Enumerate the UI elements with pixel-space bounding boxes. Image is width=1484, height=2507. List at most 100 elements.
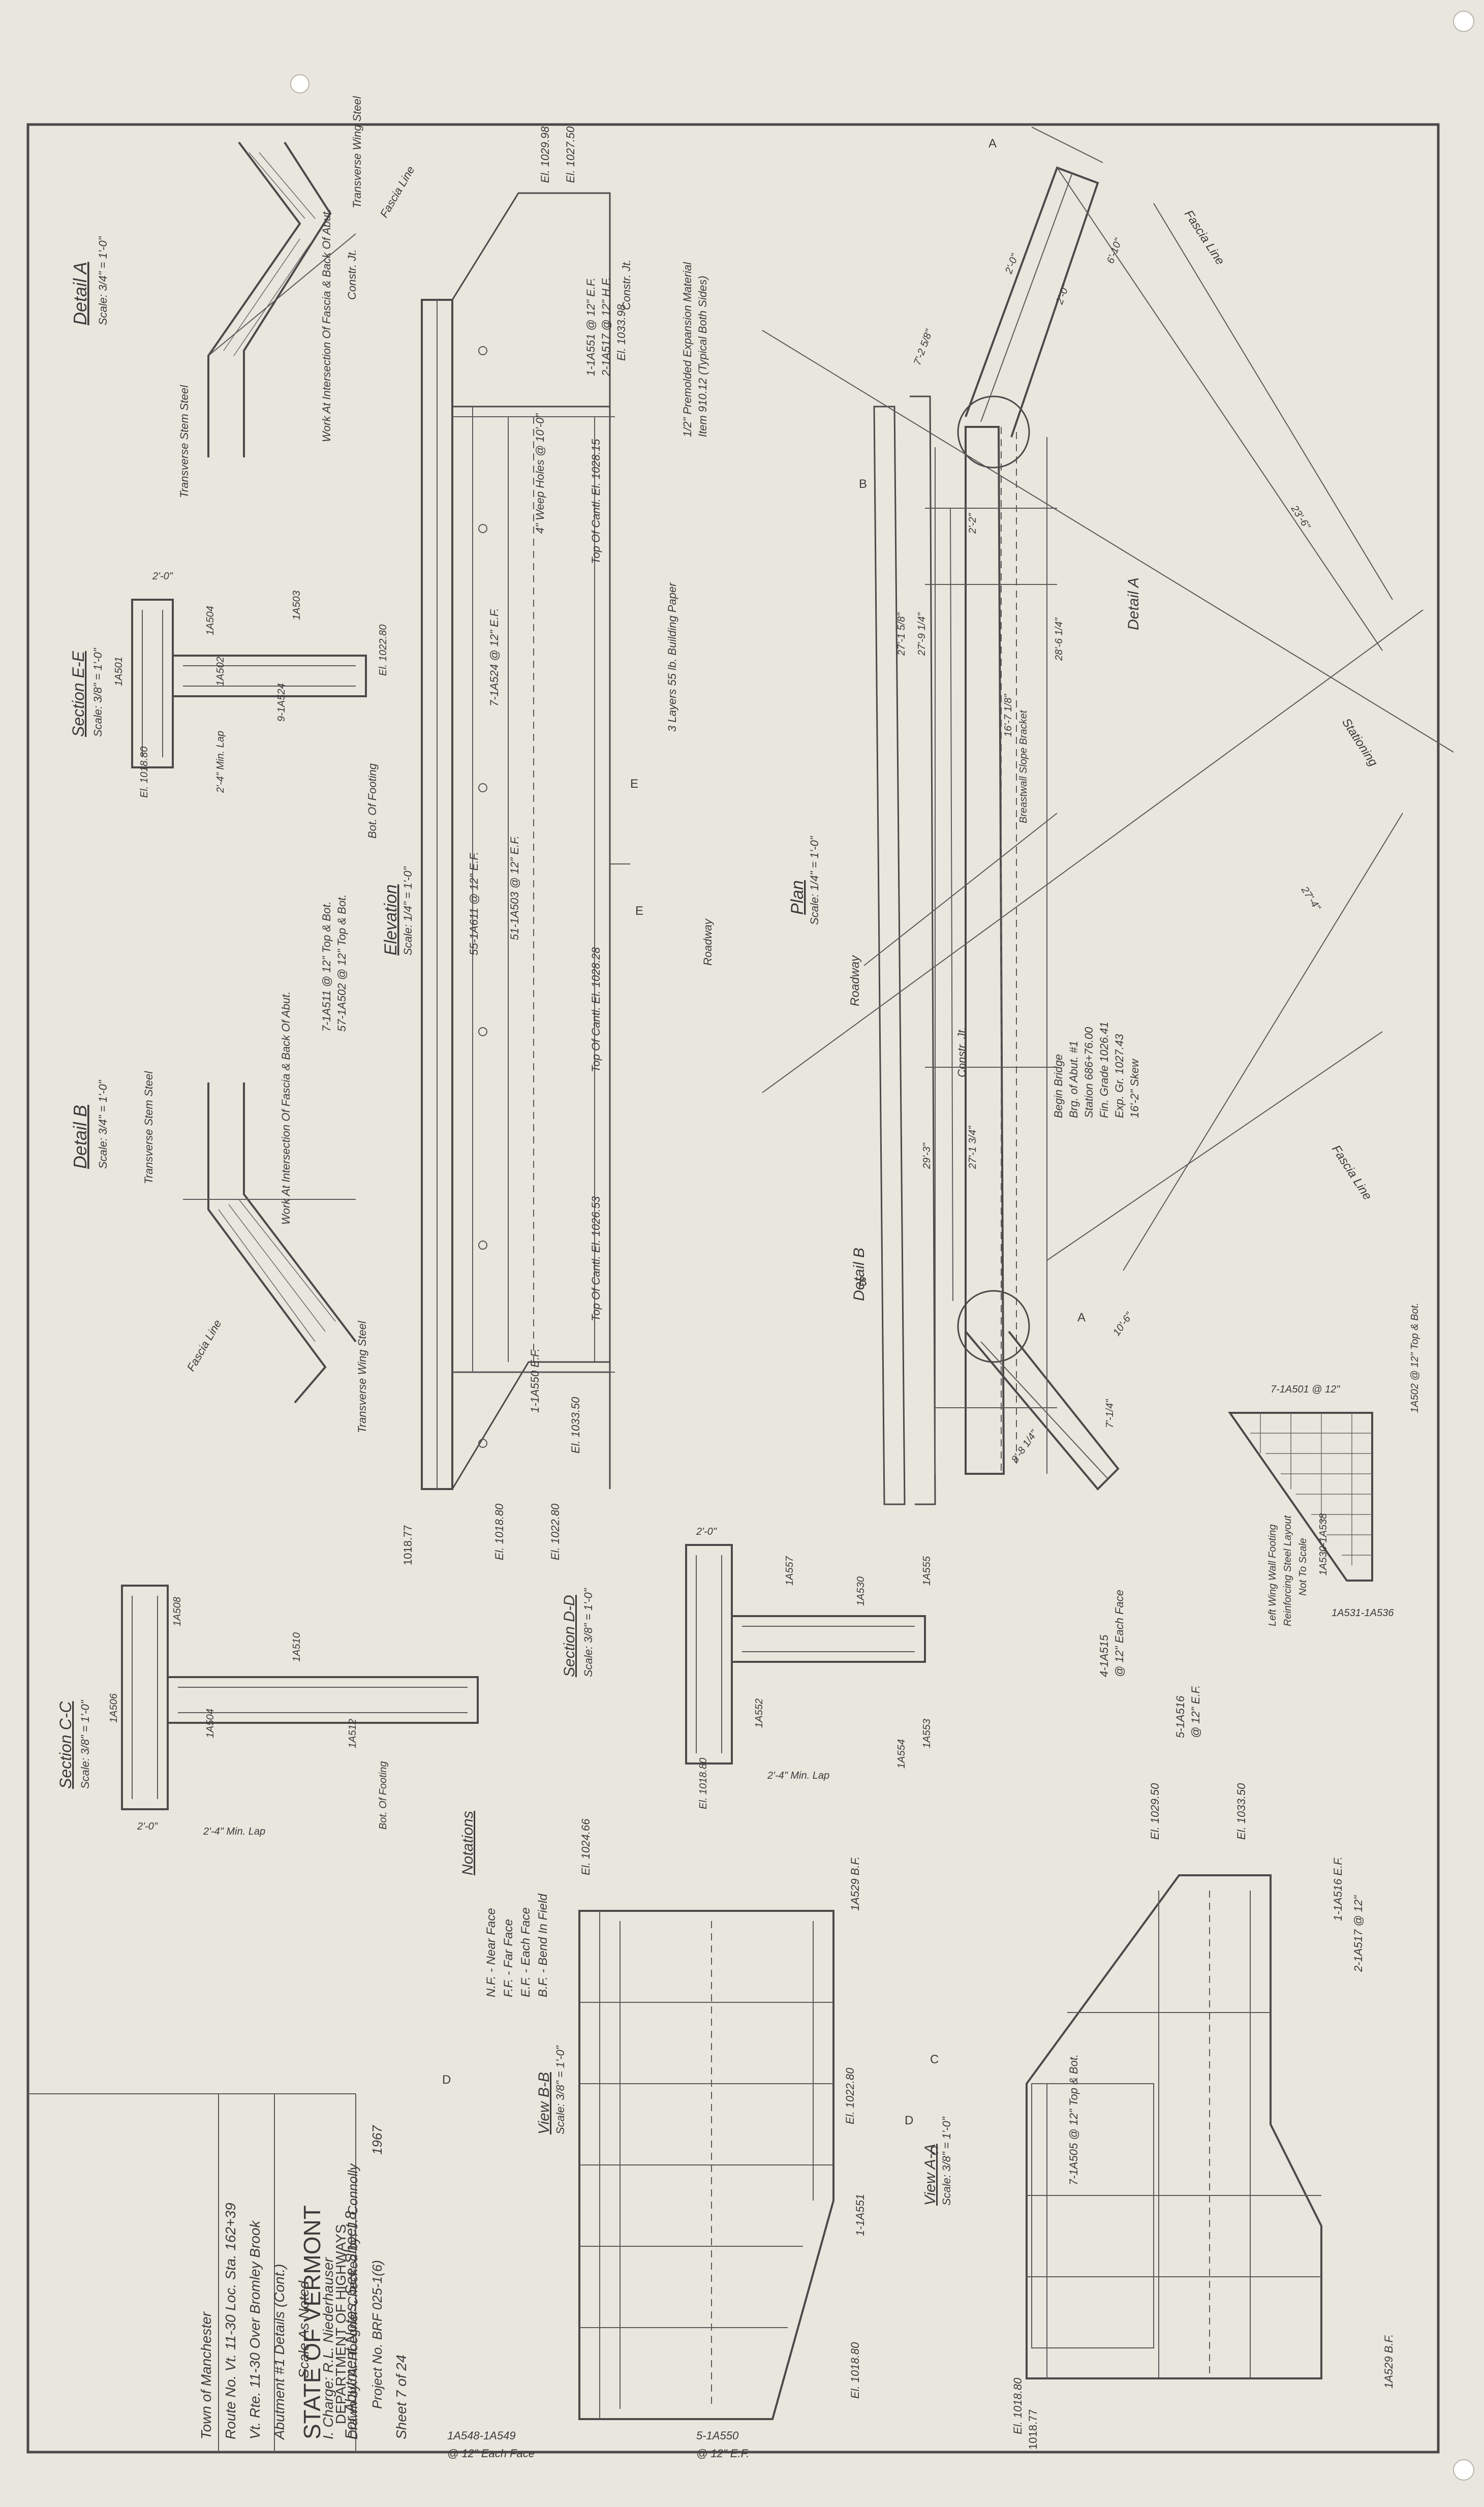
view-bb-bar: 1A548-1A549 <box>447 2429 516 2442</box>
left-wing-title: Left Wing Wall Footing <box>1267 1524 1278 1626</box>
detail-b-scale: Scale: 3/4" = 1'-0" <box>97 1079 109 1169</box>
sheet-number-line: Sheet 7 of 24 <box>393 2355 409 2439</box>
plan-dim: 16'-7 1/8" <box>1003 694 1014 737</box>
detail-a-note: Transverse Wing Steel <box>351 96 363 208</box>
section-cc-title: Section C-C <box>56 1701 75 1789</box>
view-aa-bar: 5-1A516 <box>1174 1695 1187 1738</box>
elevation-premolded: 1/2" Premolded Expansion Material <box>681 262 694 437</box>
view-aa-title: View A-A <box>922 2144 939 2206</box>
elevation-bar: 1-1A550 E.F. <box>529 1348 541 1413</box>
section-marker: A <box>988 137 997 150</box>
section-dd-bar: 1A553 <box>921 1719 933 1748</box>
begin-bridge-line: Fin. Grade 1026.41 <box>1098 1022 1110 1118</box>
left-wing-sub: Reinforcing Steel Layout <box>1282 1515 1293 1626</box>
elevation-elev: El. 1029.98 <box>539 126 551 183</box>
in-charge-line: I. Charge: R.L. Niederhauser <box>320 2256 336 2439</box>
section-ee-bar: 1A504 <box>205 606 216 635</box>
plan-dim: 27'-9 1/4" <box>916 612 927 656</box>
section-ee-title: Section E-E <box>69 651 87 737</box>
section-marker: D <box>905 2114 913 2127</box>
section-ee-scale: Scale: 3/8" = 1'-0" <box>91 647 104 737</box>
sheet-border <box>26 123 1440 2454</box>
plan-detail-b: Detail B <box>851 1248 868 1301</box>
plan-fascia-bottom: Fascia Line <box>1329 1143 1374 1203</box>
section-cc-bar: 1A506 <box>108 1693 119 1723</box>
view-aa-bar: 1A529 B.F. <box>1382 2334 1395 2389</box>
elevation-transverse: Transverse Wing Steel <box>356 1320 368 1433</box>
section-ee-note: El. 1018.80 <box>139 747 150 798</box>
view-bb: View B-B Scale: 3/8" = 1'-0" 1A548-1A549… <box>442 1818 913 2460</box>
detail-a-note: Constr. Jt. <box>346 250 358 300</box>
view-bb-title: View B-B <box>536 2072 552 2134</box>
section-marker: C <box>930 2144 939 2158</box>
notations-title: Notations <box>459 1811 476 1875</box>
plan-view: Plan Scale: 1/4" = 1'-0" Stationing Fasc… <box>762 127 1454 1505</box>
view-aa-bar: 1-1A516 E.F. <box>1332 1856 1344 1921</box>
plan-dim: 2'-0" <box>1054 283 1072 306</box>
plan-dim: 28'-6 1/4" <box>1054 617 1065 661</box>
plan-dim: 29'-3" <box>921 1142 933 1169</box>
section-dd-note: 2'-0" <box>696 1526 717 1537</box>
section-cc-note: 2'-0" <box>137 1821 158 1832</box>
section-cc-bar: 1A504 <box>205 1709 216 1738</box>
plan-dim: 7'-2 5/8" <box>912 328 935 367</box>
section-cc-scale: Scale: 3/8" = 1'-0" <box>79 1699 91 1789</box>
begin-bridge-line: Begin Bridge <box>1052 1054 1065 1118</box>
section-marker: E <box>630 777 638 791</box>
view-aa: View A-A Scale: 3/8" = 1'-0" 4-1A515 @ 1… <box>922 1590 1395 2450</box>
section-marker: B <box>859 1275 867 1289</box>
route-line: Route No. Vt. 11-30 Loc. Sta. 162+39 <box>223 2203 238 2439</box>
begin-bridge-line: 16'-2" Skew <box>1128 1058 1141 1118</box>
drawn-checked-line: Drawn by: A. Hoegner Checked by: J. Conn… <box>345 2163 360 2439</box>
section-cc-note: 2'-4" Min. Lap <box>203 1826 265 1837</box>
section-marker: E <box>635 904 643 918</box>
scale-line: Scale As Noted <box>296 2280 312 2378</box>
elevation-bar: 2-1A517 @ 12" H.F. <box>600 277 612 377</box>
elevation-note: Bot. Of Footing <box>366 763 379 839</box>
section-cc-note: Bot. Of Footing <box>378 1761 389 1830</box>
section-ee: Section E-E Scale: 3/8" = 1'-0" 9-1A524 … <box>69 571 389 798</box>
view-aa-scale: Scale: 3/8" = 1'-0" <box>940 2116 953 2206</box>
plan-dim: 7'-1/4" <box>1104 1399 1116 1428</box>
detail-a-title: Detail A <box>70 262 90 325</box>
section-ee-bar: 1A503 <box>291 591 302 620</box>
plan-dim: 10'-6" <box>1111 1310 1135 1338</box>
detail-a-note: Fascia Line <box>378 164 417 220</box>
left-wing-footing: Left Wing Wall Footing Reinforcing Steel… <box>1228 1303 1420 1626</box>
section-cc-bar: 1A512 <box>347 1719 358 1748</box>
title-block: STATE OF VERMONT DEPARTMENT OF HIGHWAYS … <box>28 2093 409 2452</box>
section-cc-bar: 1A510 <box>291 1632 302 1662</box>
elevation-bar: 1-1A551 @ 12" E.F. <box>584 277 597 376</box>
section-ee-bar: 1A502 <box>215 657 226 686</box>
begin-bridge-line: Exp. Gr. 1027.43 <box>1113 1034 1126 1118</box>
view-aa-bar: @ 12" E.F. <box>1189 1685 1202 1738</box>
abutment-note: For Abutment Notes, See Sheet 8 <box>343 2211 359 2439</box>
detail-b-note: Work At Intersection Of Fascia & Back Of… <box>280 992 292 1225</box>
detail-a-note: Work At Intersection Of Fascia & Back Of… <box>320 209 333 442</box>
plan-fascia-top: Fascia Line <box>1182 208 1227 268</box>
section-dd-bar: 1A530 <box>855 1576 867 1606</box>
punch-hole <box>1453 2459 1474 2481</box>
plan-dim: 27'-1 5/8" <box>896 612 907 656</box>
plan-dim: 27'-4" <box>1298 884 1322 913</box>
detail-b-note: Transverse Stem Steel <box>142 1071 155 1184</box>
detail-a-scale: Scale: 3/4" = 1'-0" <box>97 236 109 325</box>
view-aa-bar: 2-1A517 @ 12" <box>1352 1895 1365 1972</box>
section-marker: C <box>930 2053 939 2066</box>
view-bb-bar: 1A529 B.F. <box>849 1856 861 1911</box>
view-bb-bar: 5-1A550 <box>696 2429 739 2442</box>
elevation-bar: 7-1A524 @ 12" E.F. <box>488 608 501 706</box>
view-bb-elev: El. 1018.80 <box>849 2342 861 2399</box>
view-bb-bar: 1-1A551 <box>854 2194 867 2236</box>
sheet-title-line: Abutment #1 Details (Cont.) <box>271 2264 287 2441</box>
view-aa-elev: El. 1033.50 <box>1235 1783 1248 1840</box>
left-wing-bar: 7-1A501 @ 12" <box>1271 1384 1340 1395</box>
detail-b: Detail B Scale: 3/4" = 1'-0" Transverse … <box>70 992 357 1404</box>
detail-a-note: Transverse Stem Steel <box>178 385 191 498</box>
section-dd-bar: 1A554 <box>896 1739 907 1769</box>
section-ee-bar: 9-1A524 <box>276 683 287 722</box>
section-dd-bar: 1A557 <box>784 1556 795 1586</box>
view-aa-bar: 4-1A515 <box>1098 1634 1110 1677</box>
elevation-scale: Scale: 1/4" = 1'-0" <box>401 866 414 955</box>
view-aa-bar: @ 12" Each Face <box>1113 1590 1126 1677</box>
